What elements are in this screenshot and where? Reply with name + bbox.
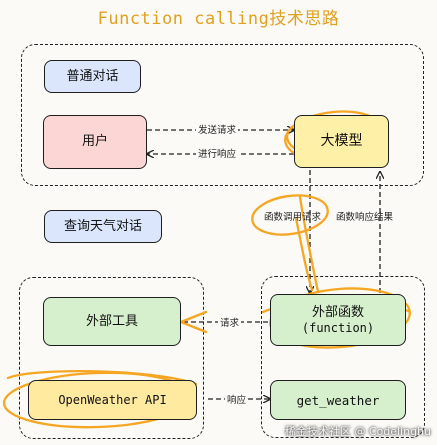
- normal-chat-group: [21, 44, 424, 186]
- response-label: 响应: [225, 392, 249, 406]
- llm-text: 大模型: [320, 133, 363, 150]
- openweather-api-node: OpenWeather API: [28, 380, 197, 420]
- external-tool-text: 外部工具: [85, 313, 138, 329]
- normal-chat-label: 普通对话: [44, 60, 141, 93]
- external-function-node: 外部函数 (function): [270, 294, 406, 346]
- watermark: 稀金技术社区 @ Codelinghu: [284, 425, 431, 438]
- send-request-label: 发送请求: [196, 122, 239, 136]
- function-call-label: 函数调用请求: [264, 212, 322, 223]
- weather-chat-label: 查询天气对话: [44, 210, 162, 243]
- normal-chat-text: 普通对话: [66, 68, 119, 84]
- function-group: [261, 276, 425, 438]
- external-tool-node: 外部工具: [43, 297, 181, 346]
- highlight-function-call: [251, 194, 329, 236]
- external-function-text: 外部函数: [311, 305, 364, 320]
- respond-label: 进行响应: [196, 146, 239, 160]
- tools-group: [19, 277, 204, 439]
- get-weather-text: get_weather: [296, 392, 380, 408]
- user-node: 用户: [43, 115, 147, 169]
- get-weather-node: get_weather: [270, 380, 406, 420]
- highlight-openweather-tail: [6, 369, 198, 386]
- highlight-request: [179, 310, 208, 334]
- external-function-subtext: (function): [301, 320, 375, 335]
- highlight-arrow-2: [294, 216, 314, 292]
- openweather-api-text: OpenWeather API: [58, 392, 167, 407]
- llm-node: 大模型: [294, 115, 389, 168]
- page-title: Function calling技术思路: [97, 9, 340, 29]
- user-text: 用户: [81, 134, 108, 150]
- weather-chat-text: 查询天气对话: [63, 218, 142, 234]
- highlight-arrow-1: [298, 195, 320, 294]
- request-label: 请求: [218, 315, 242, 329]
- function-response-label: 函数响应结果: [336, 212, 394, 223]
